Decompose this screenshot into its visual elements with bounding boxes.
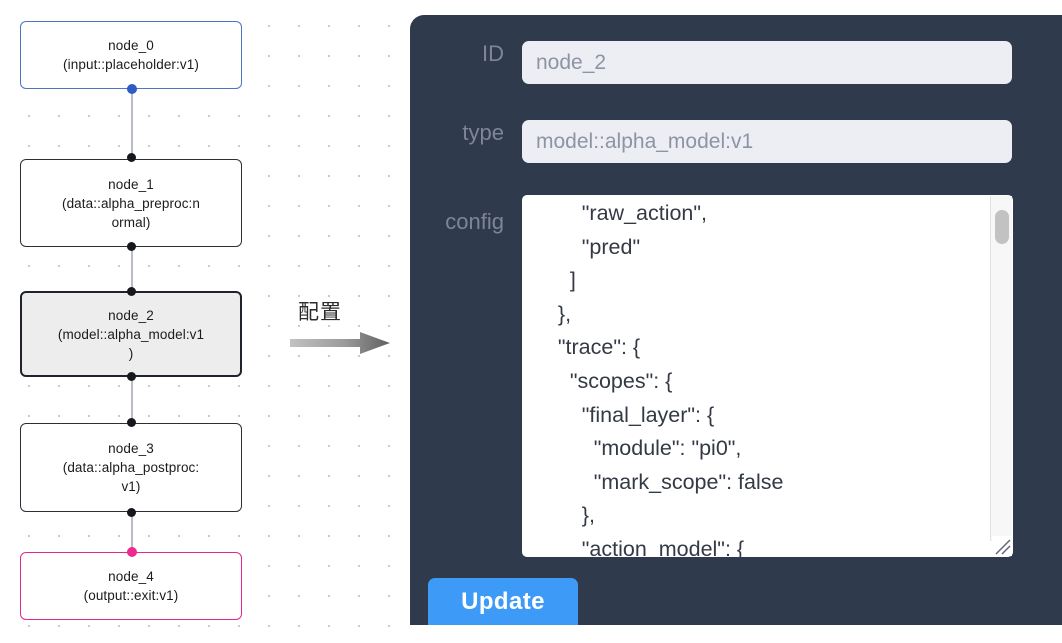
type-field-label: type	[462, 120, 504, 145]
graph-node-node_2[interactable]: node_2 (model::alpha_model:v1 )	[20, 291, 242, 377]
graph-node-node_0[interactable]: node_0 (input::placeholder:v1)	[20, 21, 242, 89]
configure-arrow-group: 配置	[288, 296, 394, 358]
edge-node3-node4	[130, 512, 133, 552]
graph-node-label: node_0 (input::placeholder:v1)	[63, 38, 199, 72]
node-handle-node_2-out[interactable]	[127, 372, 136, 381]
config-scrollbar-thumb[interactable]	[995, 210, 1009, 244]
type-field-row: type	[410, 120, 1012, 163]
arrow-label: 配置	[298, 301, 342, 324]
edge-node1-node2	[130, 245, 133, 293]
graph-node-label: node_3 (data::alpha_postproc: v1)	[62, 441, 200, 494]
update-button-label: Update	[461, 588, 545, 615]
type-input[interactable]	[522, 120, 1012, 163]
node-config-panel: ID type config "raw_action", "pred" ] },…	[410, 15, 1062, 625]
edge-node2-node3	[130, 375, 133, 423]
node-handle-node_1-out[interactable]	[127, 242, 136, 251]
edge-node0-node1	[130, 88, 133, 160]
config-field-label: config	[445, 209, 504, 234]
graph-node-label: node_4 (output::exit:v1)	[83, 569, 179, 603]
node-graph-canvas[interactable]: node_0 (input::placeholder:v1) node_1 (d…	[0, 0, 400, 643]
graph-node-node_3[interactable]: node_3 (data::alpha_postproc: v1)	[20, 423, 242, 512]
update-button[interactable]: Update	[428, 578, 578, 625]
id-field-row: ID	[410, 41, 1012, 84]
node-handle-node_1-in[interactable]	[127, 153, 136, 162]
resize-handle-icon[interactable]	[992, 536, 1012, 556]
config-editor: "raw_action", "pred" ] }, "trace": { "sc…	[522, 195, 1013, 557]
graph-node-node_4[interactable]: node_4 (output::exit:v1)	[20, 552, 242, 620]
node-handle-node_3-out[interactable]	[127, 508, 136, 517]
config-scrollbar[interactable]	[990, 196, 1012, 541]
id-field-label: ID	[482, 41, 504, 66]
node-handle-node_2-in[interactable]	[127, 287, 136, 296]
graph-node-label: node_1 (data::alpha_preproc:n ormal)	[61, 176, 201, 230]
config-field-row: config "raw_action", "pred" ] }, "trace"…	[410, 195, 1013, 557]
node-handle-node_4-in[interactable]	[126, 547, 137, 557]
config-textarea[interactable]: "raw_action", "pred" ] }, "trace": { "sc…	[522, 195, 1013, 557]
right-arrow-icon	[290, 332, 390, 354]
node-handle-node_0-out[interactable]	[126, 84, 137, 94]
node-handle-node_3-in[interactable]	[127, 418, 136, 427]
graph-node-label: node_2 (model::alpha_model:v1 )	[57, 307, 205, 361]
id-input[interactable]	[522, 41, 1012, 84]
graph-node-node_1[interactable]: node_1 (data::alpha_preproc:n ormal)	[20, 159, 242, 247]
